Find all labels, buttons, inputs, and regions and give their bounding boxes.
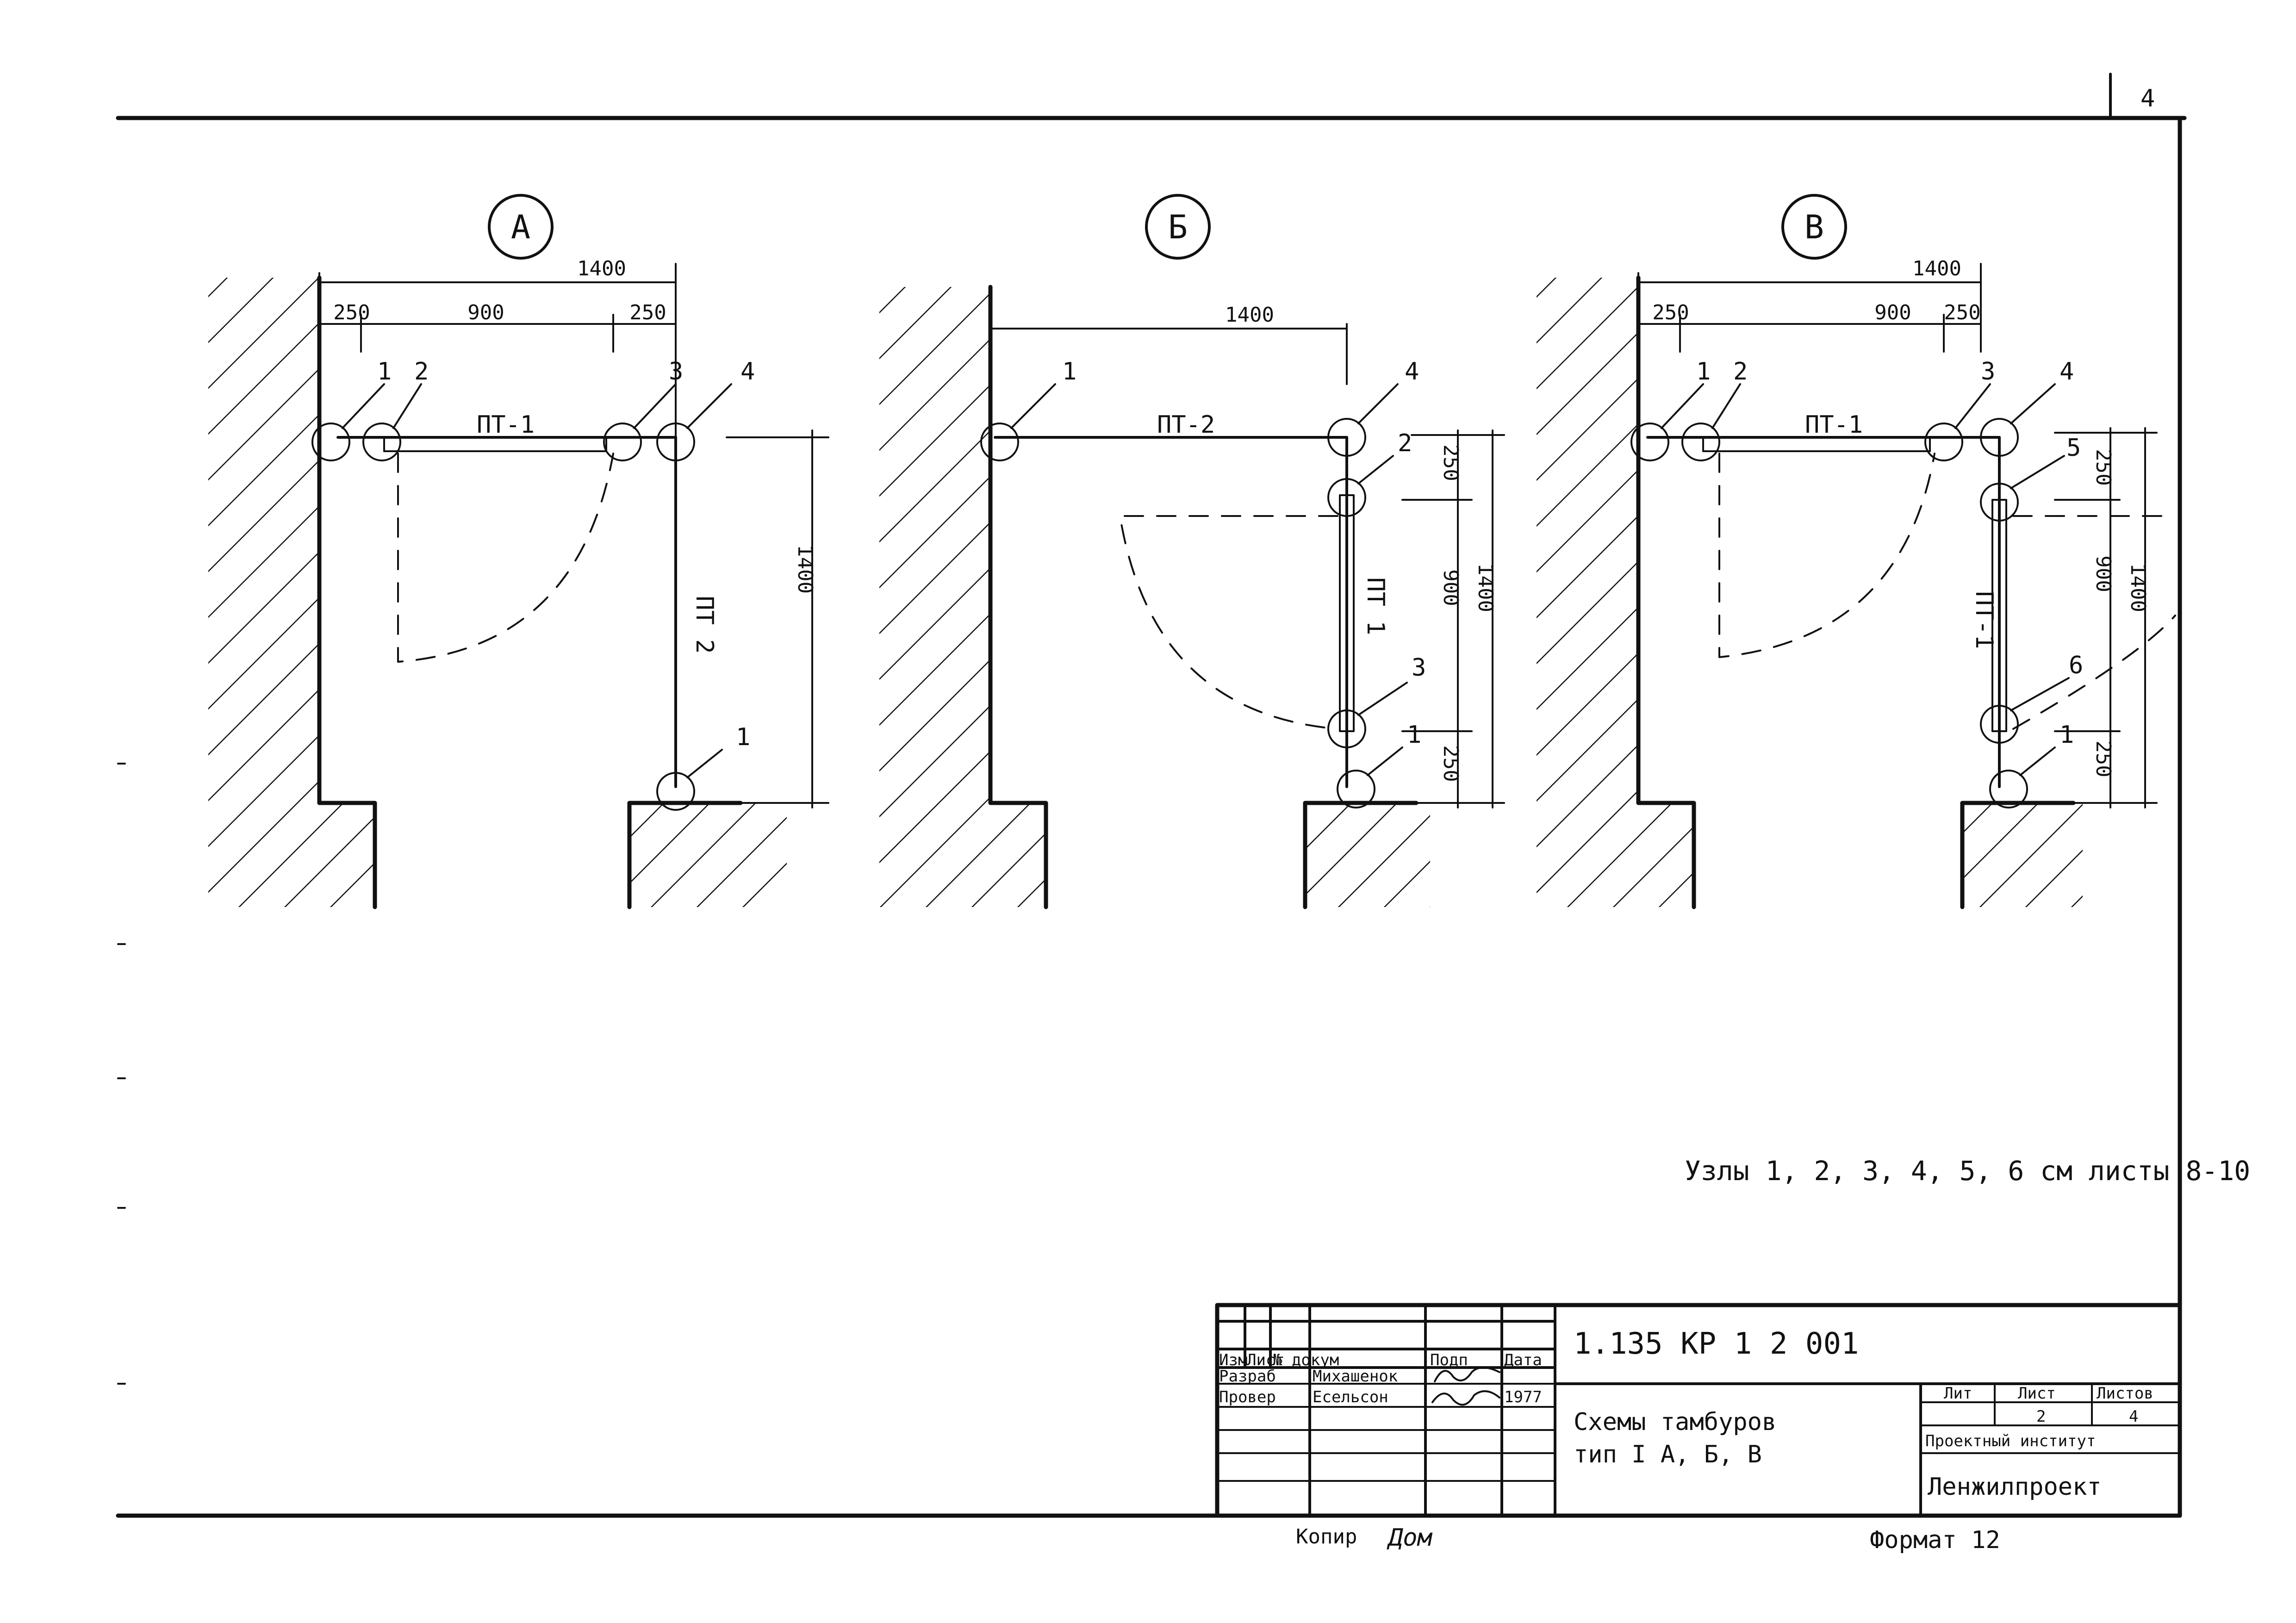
wall-edge (988, 285, 1048, 909)
node-label: 3 (1981, 358, 1995, 386)
sheets-label: Листов (2097, 1384, 2153, 1403)
node-label: 1 (1407, 721, 1421, 749)
panel-label: ПТ-1 (477, 411, 535, 439)
dim-label: 250 (333, 301, 370, 324)
wall-hatch (629, 803, 787, 907)
tb-header: Изм (1219, 1351, 1247, 1369)
panel-label: ПТ-1 (1970, 591, 1998, 649)
panel-label: ПТ 1 (1362, 577, 1389, 635)
wall-hatch (1537, 278, 1694, 907)
dim-label: 1400 (577, 257, 626, 280)
sheet-label: Лист (2018, 1384, 2056, 1403)
wall-hatch (1962, 803, 2083, 907)
scheme-v-circle (1781, 194, 1847, 260)
wall-edge (1960, 801, 2076, 909)
page-number: 4 (2140, 85, 2155, 112)
scheme-b-letter: Б (1168, 208, 1188, 246)
wall-hatch (1305, 803, 1430, 907)
dim-label: 1400 (1225, 303, 1274, 327)
sheet-frame (116, 73, 2187, 1518)
scheme-v: В 1400 250 900 250 250 900 1400 250 ПТ-1… (1537, 194, 2176, 909)
node-label: 4 (1405, 358, 1419, 386)
tb-header: № докум (1273, 1351, 1339, 1369)
signature-mark (1434, 1367, 1500, 1382)
scheme-v-letter: В (1804, 208, 1824, 246)
tb-name: Есельсон (1313, 1388, 1388, 1406)
dim-label: 900 (2091, 555, 2115, 592)
signature-mark (1431, 1390, 1500, 1406)
scheme-b-circle (1145, 194, 1211, 260)
tb-date: 1977 (1504, 1388, 1542, 1406)
dim-label: 250 (1652, 301, 1689, 324)
dim-label: 250 (1439, 745, 1462, 782)
dim-label: 250 (629, 301, 666, 324)
sheet-title-line-2: тип I А, Б, В (1574, 1441, 1762, 1468)
node-label: 1 (2060, 721, 2074, 749)
dim-label: 250 (2091, 740, 2115, 777)
node-label: 2 (1733, 358, 1748, 386)
lit-label: Лит (1944, 1384, 1972, 1403)
institute-label: Проектный институт (1925, 1432, 2096, 1450)
tb-header: Лист (1247, 1351, 1285, 1369)
node-label: 6 (2069, 652, 2083, 679)
title-block: Изм Лист № докум Подп Дата Разраб Михаше… (1215, 1303, 2182, 1518)
scheme-a-letter: А (511, 208, 530, 246)
node-label: 2 (1398, 429, 1412, 457)
sheets-value: 4 (2129, 1407, 2138, 1426)
dim-label: 900 (467, 301, 504, 324)
node-label: 3 (669, 358, 683, 386)
institute-name: Ленжилпроект (1928, 1473, 2102, 1501)
copy-name: Дом (1387, 1524, 1433, 1552)
dim-label: 900 (1874, 301, 1911, 324)
tb-header: Подп (1430, 1351, 1468, 1369)
copy-label: Копир (1296, 1525, 1357, 1548)
dim-label: 250 (1944, 301, 1980, 324)
scheme-a-circle (488, 194, 554, 260)
nodes-note: Узлы 1, 2, 3, 4, 5, 6 см листы 8-10 (1685, 1155, 2250, 1187)
wall-edge (1303, 801, 1419, 909)
node-label: 1 (1062, 358, 1076, 386)
node-label: 2 (414, 358, 429, 386)
wall-hatch (208, 278, 375, 907)
node-label: 1 (1696, 358, 1711, 386)
sheet-value: 2 (2036, 1407, 2046, 1426)
dim-label: 1400 (793, 545, 817, 594)
panel-label: ПТ 2 (691, 596, 718, 653)
dim-label: 250 (1439, 444, 1462, 481)
wall-edge (1636, 275, 1696, 909)
sheet-title-line-1: Схемы тамбуров (1574, 1408, 1776, 1436)
scheme-a: А 1400 250 900 250 1400 ПТ-1 ПТ 2 (208, 194, 829, 909)
tb-role: Провер (1219, 1388, 1276, 1406)
node-label: 1 (736, 723, 750, 751)
node-label: 3 (1412, 654, 1426, 682)
dim-label: 1400 (1912, 257, 1961, 280)
dim-label: 1400 (1474, 563, 1497, 612)
node-label: 5 (2066, 434, 2081, 462)
scheme-b: Б 1400 250 900 1400 250 ПТ-2 ПТ 1 (879, 194, 1505, 909)
dim-label: 900 (1439, 569, 1462, 606)
panel-label: ПТ-1 (1805, 411, 1863, 439)
tb-header: Дата (1504, 1351, 1542, 1369)
wall-edge (317, 275, 377, 909)
node-label: 4 (740, 358, 755, 386)
dim-label: 250 (2091, 449, 2115, 485)
tb-role: Разраб (1219, 1367, 1276, 1386)
panel-label: ПТ-2 (1157, 411, 1215, 439)
doc-code: 1.135 КР 1 2 001 (1574, 1327, 1859, 1361)
tb-name: Михашенок (1313, 1367, 1398, 1386)
node-label: 1 (377, 358, 392, 386)
dim-label: 1400 (2126, 563, 2150, 612)
wall-hatch (879, 287, 1046, 907)
format-label: Формат 12 (1870, 1526, 2000, 1554)
node-label: 4 (2060, 358, 2074, 386)
